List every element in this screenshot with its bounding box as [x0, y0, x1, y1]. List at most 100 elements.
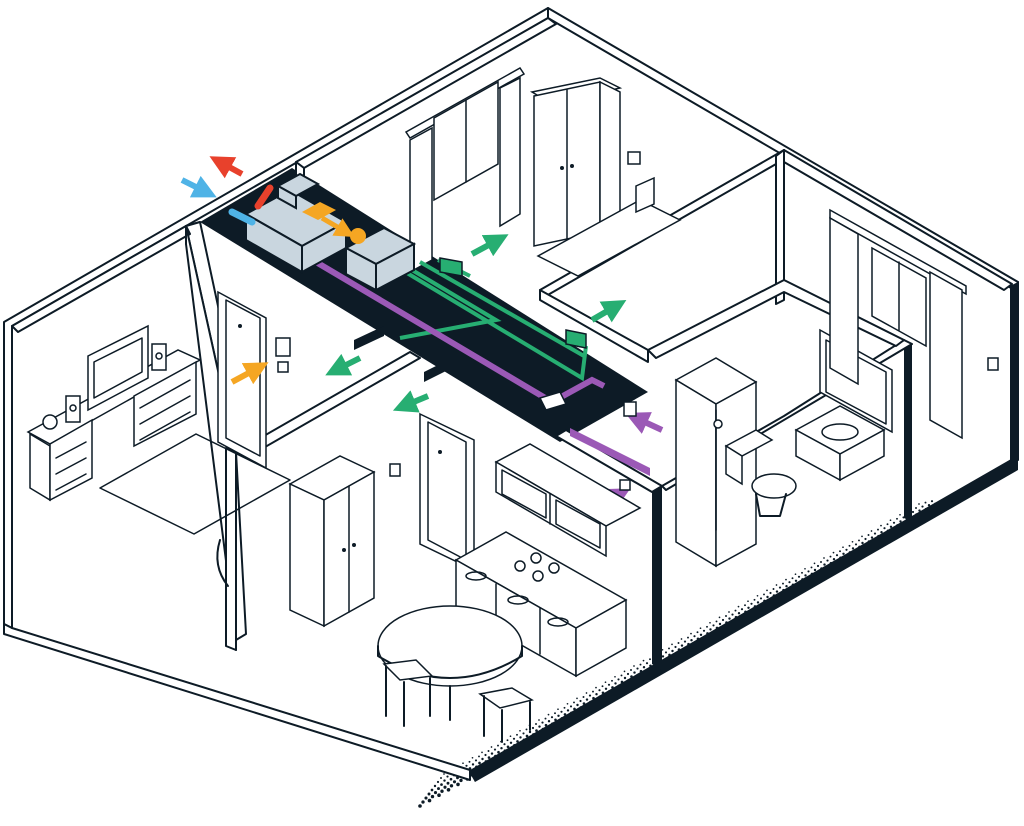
ground-dot: [744, 604, 746, 607]
ground-dot: [649, 658, 651, 661]
ground-dot: [573, 701, 575, 704]
ground-dot: [671, 643, 673, 646]
ground-dot: [775, 584, 778, 586]
ground-dot: [418, 804, 422, 808]
ground-dot: [737, 612, 741, 615]
ground-dot: [861, 535, 863, 538]
ground-dot: [547, 720, 551, 723]
supply-arrow-kitchen: [392, 390, 430, 413]
ground-dot: [645, 662, 649, 665]
ground-dot: [930, 500, 934, 503]
ground-dot: [576, 697, 578, 700]
ground-dot: [601, 685, 604, 688]
ground-dot: [452, 780, 457, 784]
ground-dot: [889, 525, 893, 528]
ground-dot: [839, 550, 841, 553]
ground-dot: [927, 504, 931, 507]
ground-dot: [737, 605, 740, 608]
ground-dot: [446, 775, 449, 778]
ground-dot: [835, 554, 839, 557]
ground-dot: [506, 745, 510, 749]
ground-dot: [718, 622, 722, 626]
ground-dot: [794, 579, 798, 582]
ground-dot: [804, 567, 806, 570]
ground-dot: [440, 777, 442, 779]
ground-dot: [544, 717, 547, 720]
ground-dot: [845, 548, 848, 551]
ground-dot: [490, 746, 493, 748]
ground-dot: [668, 647, 670, 650]
ground-dot: [680, 644, 684, 647]
ground-dot: [829, 555, 832, 558]
ground-dot: [740, 608, 744, 611]
ground-dot: [664, 651, 668, 654]
ground-dot: [712, 624, 715, 627]
ground-dot: [918, 503, 920, 505]
ground-dot: [680, 638, 683, 640]
ground-dot: [864, 537, 867, 541]
ground-dot: [433, 791, 438, 795]
ground-dot: [614, 675, 616, 678]
ground-dot: [851, 540, 854, 543]
transfer-arrow-bedroom: [230, 362, 269, 385]
ground-dot: [459, 778, 463, 783]
ground-dot: [918, 509, 921, 512]
ground-dot: [728, 617, 731, 620]
ground-dot: [772, 588, 775, 590]
unit-internal-arrow: [320, 215, 355, 238]
ground-dot: [538, 725, 541, 728]
ground-dot: [794, 573, 797, 576]
ground-dot: [728, 611, 730, 613]
ground-dot: [810, 566, 813, 569]
ground-dot: [604, 681, 607, 684]
ground-dot: [671, 649, 674, 653]
ground-dot: [449, 777, 453, 781]
ground-dot: [595, 693, 598, 696]
ground-dot: [430, 794, 435, 799]
ground-dot: [487, 750, 490, 752]
ground-dot: [538, 719, 540, 721]
ground-dot: [557, 708, 559, 711]
ground-dot: [759, 597, 763, 600]
ground-dot: [617, 678, 620, 681]
ground-dot: [683, 640, 687, 643]
ground-dot: [424, 796, 428, 800]
ground-dot: [725, 615, 727, 617]
ground-dot: [778, 586, 782, 589]
ground-dot: [788, 581, 791, 584]
supply-arrow-right: [590, 299, 627, 323]
ground-dot: [563, 706, 566, 709]
ground-dot: [873, 532, 877, 535]
ground-dot: [443, 779, 446, 782]
ground-dot: [440, 789, 444, 793]
ground-dot: [721, 618, 725, 622]
ground-dot: [763, 593, 765, 596]
ground-dot: [785, 585, 788, 588]
ground-dot: [547, 713, 550, 716]
ground-dot: [854, 543, 858, 546]
ground-dot: [753, 598, 756, 601]
supply-arrow-bedroom-left: [325, 353, 362, 376]
ground-dot: [842, 552, 845, 555]
ground-dot: [519, 729, 521, 732]
ground-dot: [620, 674, 623, 677]
ground-dot: [633, 665, 635, 667]
ground-dot: [427, 798, 432, 803]
ground-dot: [687, 636, 689, 639]
ground-dot: [554, 718, 557, 722]
ground-dot: [421, 800, 425, 804]
ground-dot: [509, 735, 512, 738]
ground-dot: [747, 600, 749, 603]
ground-dot: [525, 734, 529, 738]
ground-dot: [468, 760, 471, 763]
ground-dot: [880, 531, 883, 534]
ground-dot: [566, 702, 569, 705]
ground-dot: [892, 521, 896, 524]
ground-dot: [775, 590, 779, 593]
ground-dot: [554, 712, 556, 715]
ground-dot: [437, 793, 441, 797]
ground-dot: [886, 523, 889, 526]
ground-dot: [436, 780, 440, 784]
